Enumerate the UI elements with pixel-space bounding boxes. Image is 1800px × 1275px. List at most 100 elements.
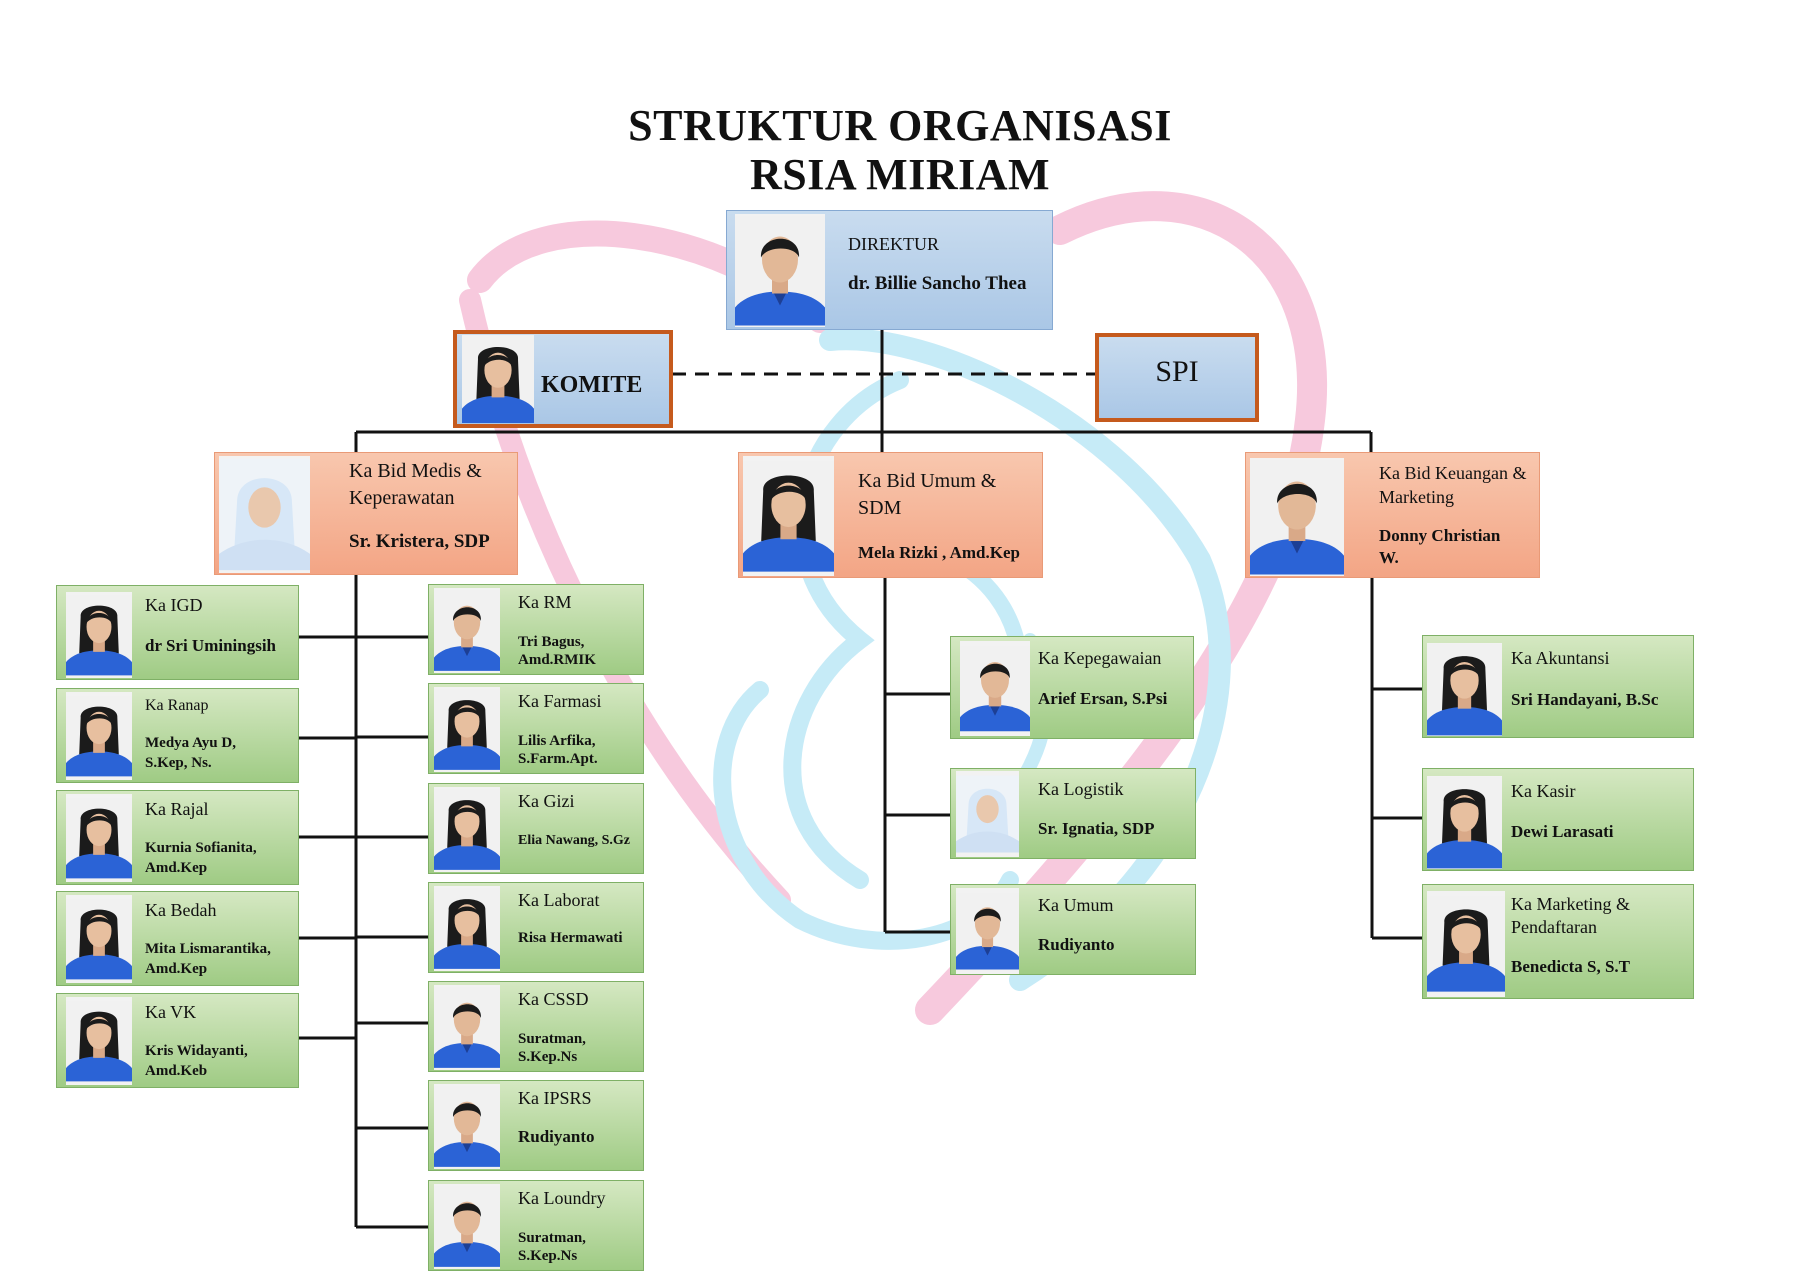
komite-label: KOMITE <box>541 372 643 398</box>
unit-role: Ka IPSRS <box>518 1088 592 1108</box>
unit-umum-box[interactable]: Ka Umum Rudiyanto <box>950 884 1196 975</box>
unit-name: dr Sri Uminingsih <box>145 636 277 655</box>
director-name: dr. Billie Sancho Thea <box>848 273 1027 294</box>
unit-role: Ka Rajal <box>145 799 209 819</box>
division-keuangan-box[interactable]: Ka Bid Keuangan & Marketing Donny Christ… <box>1245 452 1540 578</box>
person-portrait-icon <box>66 592 132 678</box>
unit-role: Ka IGD <box>145 595 203 615</box>
division-keuangan-name-1: Donny Christian <box>1379 526 1501 545</box>
person-portrait-icon <box>66 794 132 882</box>
unit-name: Kurnia Sofianita, <box>145 840 257 856</box>
person-portrait-icon <box>960 641 1030 736</box>
person-portrait-icon <box>1427 643 1502 736</box>
unit-name: Risa Hermawati <box>518 930 623 946</box>
unit-name-2: Amd.Kep <box>145 860 208 876</box>
unit-farmasi-box[interactable]: Ka Farmasi Lilis Arfika, S.Farm.Apt. <box>428 683 644 774</box>
unit-ipsrs-box[interactable]: Ka IPSRS Rudiyanto <box>428 1080 644 1171</box>
person-portrait-icon <box>66 692 132 780</box>
unit-kasir-box[interactable]: Ka Kasir Dewi Larasati <box>1422 768 1694 871</box>
unit-name: Benedicta S, S.T <box>1511 957 1631 976</box>
unit-name: Sri Handayani, B.Sc <box>1511 690 1659 709</box>
unit-name: Rudiyanto <box>518 1127 595 1146</box>
unit-laborat-box[interactable]: Ka Laborat Risa Hermawati <box>428 882 644 973</box>
unit-role-2: Pendaftaran <box>1511 917 1597 937</box>
unit-role: Ka CSSD <box>518 989 589 1009</box>
person-portrait-icon <box>66 997 132 1085</box>
unit-akuntansi-box[interactable]: Ka Akuntansi Sri Handayani, B.Sc <box>1422 635 1694 738</box>
unit-name-2: Amd.RMIK <box>518 652 596 668</box>
unit-cssd-box[interactable]: Ka CSSD Suratman, S.Kep.Ns <box>428 981 644 1072</box>
unit-gizi-box[interactable]: Ka Gizi Elia Nawang, S.Gz <box>428 783 644 874</box>
unit-rajal-box[interactable]: Ka Rajal Kurnia Sofianita, Amd.Kep <box>56 790 299 885</box>
unit-vk-box[interactable]: Ka VK Kris Widayanti, Amd.Keb <box>56 993 299 1088</box>
unit-igd-box[interactable]: Ka IGD dr Sri Uminingsih <box>56 585 299 680</box>
unit-role: Ka Laborat <box>518 890 600 910</box>
division-umum-role-2: SDM <box>858 497 902 519</box>
person-portrait-icon <box>434 985 500 1070</box>
person-portrait-icon <box>434 787 500 872</box>
division-umum-name: Mela Rizki , Amd.Kep <box>858 543 1020 562</box>
unit-name: Suratman, <box>518 1031 586 1047</box>
unit-name-2: S.Kep.Ns <box>518 1049 578 1065</box>
unit-marketing-box[interactable]: Ka Marketing & Pendaftaran Benedicta S, … <box>1422 884 1694 999</box>
unit-name: Mita Lismarantika, <box>145 941 271 957</box>
person-portrait-icon <box>1250 458 1344 576</box>
person-portrait-icon <box>1427 776 1502 869</box>
division-umum-role-1: Ka Bid Umum & <box>858 470 997 492</box>
director-box[interactable]: DIREKTUR dr. Billie Sancho Thea <box>726 210 1053 330</box>
unit-name: Medya Ayu D, <box>145 735 236 751</box>
division-umum-box[interactable]: Ka Bid Umum & SDM Mela Rizki , Amd.Kep <box>738 452 1043 578</box>
unit-role: Ka Akuntansi <box>1511 648 1610 668</box>
unit-name-2: Amd.Kep <box>145 961 208 977</box>
division-medis-role-2: Keperawatan <box>349 487 455 509</box>
unit-name: Tri Bagus, <box>518 634 585 650</box>
unit-name: Suratman, <box>518 1230 586 1246</box>
unit-name-2: S.Farm.Apt. <box>518 751 598 767</box>
unit-role: Ka Loundry <box>518 1188 606 1208</box>
division-keuangan-name-2: W. <box>1379 548 1399 567</box>
division-medis-role-1: Ka Bid Medis & <box>349 460 482 482</box>
unit-role: Ka VK <box>145 1002 197 1022</box>
person-portrait-icon <box>956 771 1019 857</box>
unit-name: Kris Widayanti, <box>145 1043 248 1059</box>
chart-title-line1: STRUKTUR ORGANISASI <box>628 101 1172 150</box>
unit-name-2: S.Kep.Ns <box>518 1248 578 1264</box>
person-portrait-icon <box>434 687 500 772</box>
unit-role: Ka RM <box>518 592 572 612</box>
person-portrait-icon <box>434 1084 500 1169</box>
unit-logistik-box[interactable]: Ka Logistik Sr. Ignatia, SDP <box>950 768 1196 859</box>
chart-title-line2: RSIA MIRIAM <box>749 150 1051 199</box>
spi-box[interactable]: SPI <box>1095 333 1259 422</box>
person-portrait-icon <box>956 888 1019 974</box>
unit-name-2: Amd.Keb <box>145 1063 208 1079</box>
unit-ranap-box[interactable]: Ka Ranap Medya Ayu D, S.Kep, Ns. <box>56 688 299 783</box>
person-portrait-icon <box>434 588 500 673</box>
unit-name: Lilis Arfika, <box>518 733 596 749</box>
unit-name: Rudiyanto <box>1038 935 1115 954</box>
unit-bedah-box[interactable]: Ka Bedah Mita Lismarantika, Amd.Kep <box>56 891 299 986</box>
unit-role: Ka Bedah <box>145 900 217 920</box>
division-medis-box[interactable]: Ka Bid Medis & Keperawatan Sr. Kristera,… <box>214 452 518 575</box>
unit-role: Ka Umum <box>1038 895 1114 915</box>
person-portrait-icon <box>434 1184 500 1269</box>
unit-rm-box[interactable]: Ka RM Tri Bagus, Amd.RMIK <box>428 584 644 675</box>
unit-role: Ka Ranap <box>145 697 209 714</box>
unit-name: Dewi Larasati <box>1511 822 1614 841</box>
unit-role: Ka Farmasi <box>518 691 602 711</box>
unit-role: Ka Logistik <box>1038 779 1124 799</box>
division-medis-name: Sr. Kristera, SDP <box>349 531 490 552</box>
unit-role: Ka Kasir <box>1511 781 1576 801</box>
unit-role: Ka Marketing & <box>1511 894 1630 914</box>
unit-role: Ka Gizi <box>518 791 575 811</box>
person-portrait-icon <box>1427 891 1505 997</box>
division-keuangan-role-2: Marketing <box>1379 487 1454 507</box>
director-role: DIREKTUR <box>848 234 939 254</box>
unit-kepegawaian-box[interactable]: Ka Kepegawaian Arief Ersan, S.Psi <box>950 636 1194 739</box>
komite-box[interactable]: KOMITE <box>453 330 673 428</box>
unit-name: Elia Nawang, S.Gz <box>518 833 631 848</box>
unit-loundry-box[interactable]: Ka Loundry Suratman, S.Kep.Ns <box>428 1180 644 1271</box>
person-portrait-icon <box>66 895 132 983</box>
person-portrait-icon <box>743 456 834 576</box>
person-portrait-icon <box>462 335 534 423</box>
unit-name-2: S.Kep, Ns. <box>145 755 212 771</box>
